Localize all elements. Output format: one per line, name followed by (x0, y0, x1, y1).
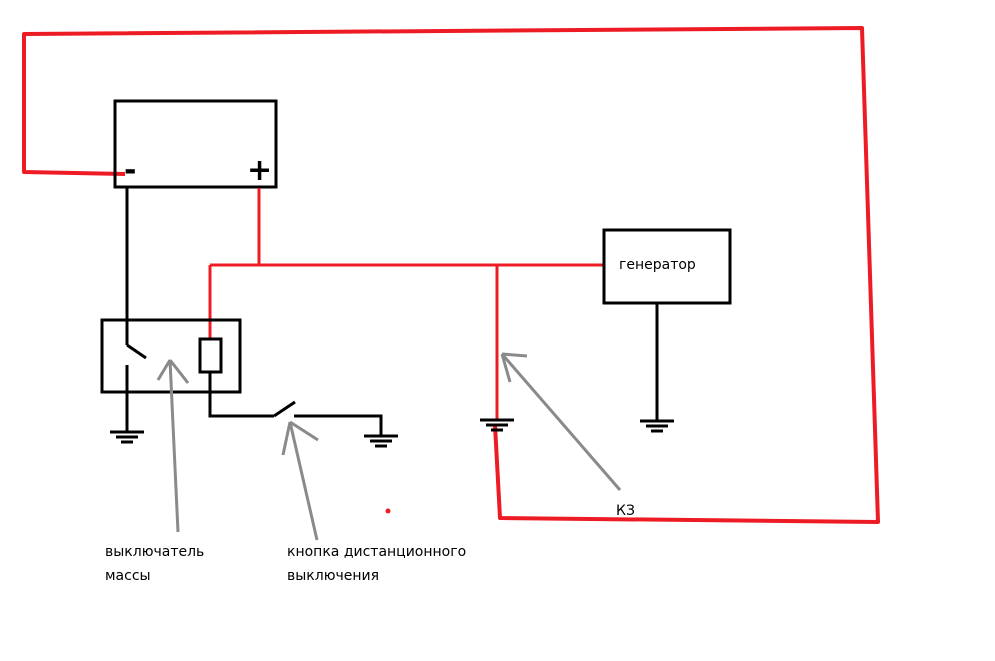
battery: - + (113, 99, 278, 189)
generator-box (602, 228, 732, 305)
generator-label: генератор (619, 257, 696, 273)
battery-body (113, 99, 278, 189)
ground-symbol-mass-switch (110, 430, 144, 444)
short-circuit-label: КЗ (616, 503, 635, 519)
mass-switch-label-line2: массы (105, 568, 151, 584)
ground-symbol-generator (640, 419, 674, 433)
mass-switch-blade (126, 343, 147, 360)
pointer-arrow-mass-switch (156, 359, 190, 533)
remote-button-label-line2: выключения (287, 568, 379, 584)
battery-positive-terminal: + (247, 153, 272, 188)
stray-dot (385, 508, 391, 514)
pointer-arrow-short-circuit (500, 352, 622, 491)
ground-symbol-remote-button (364, 434, 398, 448)
remote-button-label-line1: кнопка дистанционного (287, 544, 466, 560)
ground-symbol-short-circuit (480, 418, 514, 432)
mass-switch-label-line1: выключатель (105, 544, 204, 560)
relay-coil (198, 337, 223, 374)
short-circuit-loop-wire (22, 26, 880, 524)
remote-button-ground-wire (294, 414, 383, 436)
relay-coil-wire (208, 372, 274, 418)
pointer-arrow-remote-button (281, 420, 319, 541)
remote-button-blade (273, 400, 296, 418)
battery-negative-terminal: - (124, 153, 136, 188)
